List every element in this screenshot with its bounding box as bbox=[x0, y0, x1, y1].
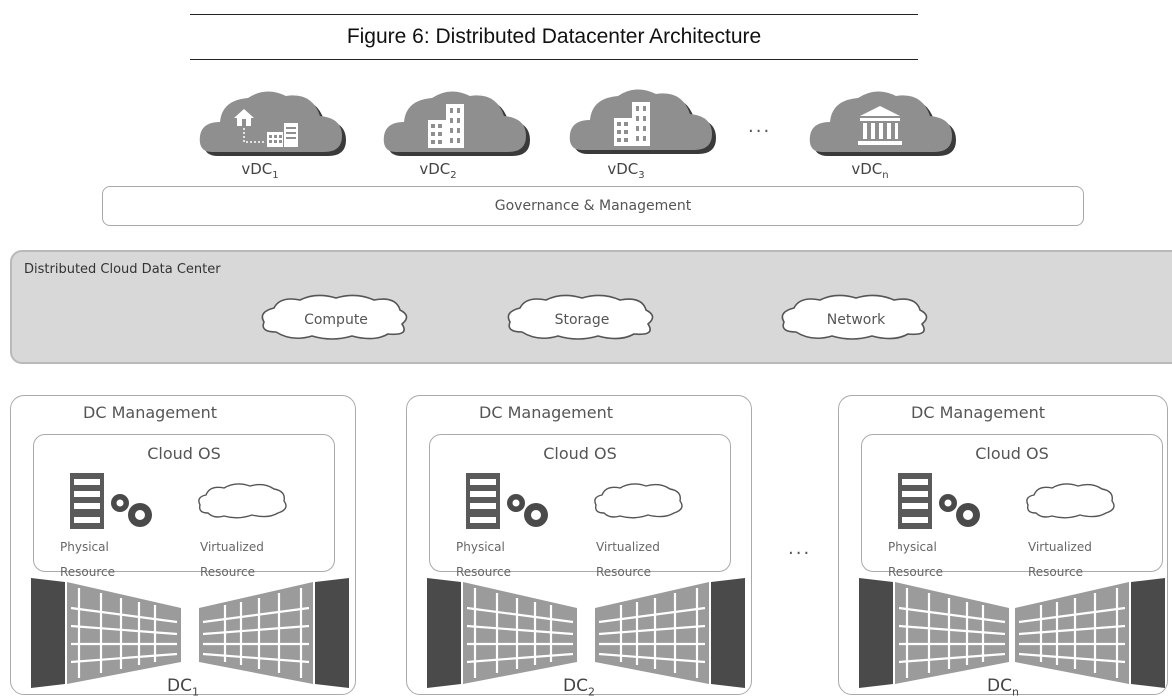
physical-resource-label: Physical Resource bbox=[456, 540, 512, 579]
vdc-cloud-icon bbox=[809, 91, 956, 156]
vdc-label: vDC3 bbox=[607, 160, 645, 181]
vdc-cloud-icon bbox=[383, 91, 530, 156]
cloud-os-box: Cloud OS Physical Resource Virtualized R… bbox=[429, 434, 731, 579]
office-building-icon bbox=[614, 102, 650, 146]
server-rack-right-icon bbox=[199, 578, 349, 688]
service-label-network: Network bbox=[826, 312, 886, 328]
server-rack-left-icon bbox=[31, 578, 181, 688]
dc-management-label: DC Management bbox=[479, 403, 613, 422]
office-building-icon bbox=[428, 104, 464, 148]
virtualized-resource-label: Virtualized Resource bbox=[1028, 540, 1092, 579]
service-label-compute: Compute bbox=[304, 312, 368, 328]
vdc-label: vDCn bbox=[851, 160, 889, 181]
dc-box-2: DC Management Cloud OS Physical Resource… bbox=[406, 395, 752, 698]
server-rack-left-icon bbox=[859, 578, 1009, 688]
physical-resource-label: Physical Resource bbox=[888, 540, 944, 579]
network-cloud-icon bbox=[781, 294, 928, 340]
figure-title: Figure 6: Distributed Datacenter Archite… bbox=[346, 25, 762, 48]
cloud-os-title: Cloud OS bbox=[543, 444, 617, 463]
distributed-panel-title: Distributed Cloud Data Center bbox=[24, 262, 221, 277]
cloud-os-box: Cloud OS Physical Resource Virtualized R… bbox=[861, 434, 1163, 579]
cloud-os-title: Cloud OS bbox=[975, 444, 1049, 463]
dc-label: DC1 bbox=[167, 675, 199, 698]
compute-cloud-icon bbox=[261, 294, 408, 340]
dc-label: DCn bbox=[987, 675, 1019, 698]
cloud-os-box: Cloud OS Physical Resource Virtualized R… bbox=[33, 434, 335, 579]
governance-management-bar: Governance & Management bbox=[102, 186, 1084, 226]
dc-label: DC2 bbox=[563, 675, 595, 698]
figure-title-bar: Figure 6: Distributed Datacenter Archite… bbox=[190, 14, 918, 60]
virtualized-resource-label: Virtualized Resource bbox=[596, 540, 660, 579]
vdc-cloud-icon bbox=[569, 89, 716, 154]
house-building-icon bbox=[234, 109, 298, 147]
vdc-ellipsis: ... bbox=[748, 116, 772, 137]
dc-management-label: DC Management bbox=[83, 403, 217, 422]
dc-box-n: DC Management Cloud OS Physical Resource… bbox=[838, 395, 1168, 698]
server-gears-icon bbox=[898, 473, 980, 529]
cloud-os-title: Cloud OS bbox=[147, 444, 221, 463]
virtual-cloud-icon bbox=[198, 483, 287, 519]
dc-management-label: DC Management bbox=[911, 403, 1045, 422]
virtual-cloud-icon bbox=[1026, 483, 1115, 519]
physical-resource-label: Physical Resource bbox=[60, 540, 116, 579]
dc-ellipsis: ... bbox=[788, 538, 812, 559]
service-label-storage: Storage bbox=[554, 312, 610, 328]
bank-icon bbox=[858, 106, 902, 145]
server-rack-right-icon bbox=[1015, 578, 1165, 688]
server-rack-right-icon bbox=[595, 578, 745, 688]
storage-cloud-icon bbox=[507, 294, 654, 340]
distributed-cloud-data-center-panel: Distributed Cloud Data Center Compute St… bbox=[10, 250, 1172, 364]
server-gears-icon bbox=[466, 473, 548, 529]
virtual-cloud-icon bbox=[594, 483, 683, 519]
vdc-label: vDC2 bbox=[419, 160, 457, 181]
virtualized-resource-label: Virtualized Resource bbox=[200, 540, 264, 579]
vdc-label: vDC1 bbox=[241, 160, 279, 181]
server-gears-icon bbox=[70, 473, 152, 529]
dc-box-1: DC Management Cloud OS Physical Resource… bbox=[10, 395, 356, 698]
server-rack-left-icon bbox=[427, 578, 577, 688]
governance-label: Governance & Management bbox=[494, 198, 692, 214]
vdc-cloud-icon bbox=[199, 91, 346, 156]
